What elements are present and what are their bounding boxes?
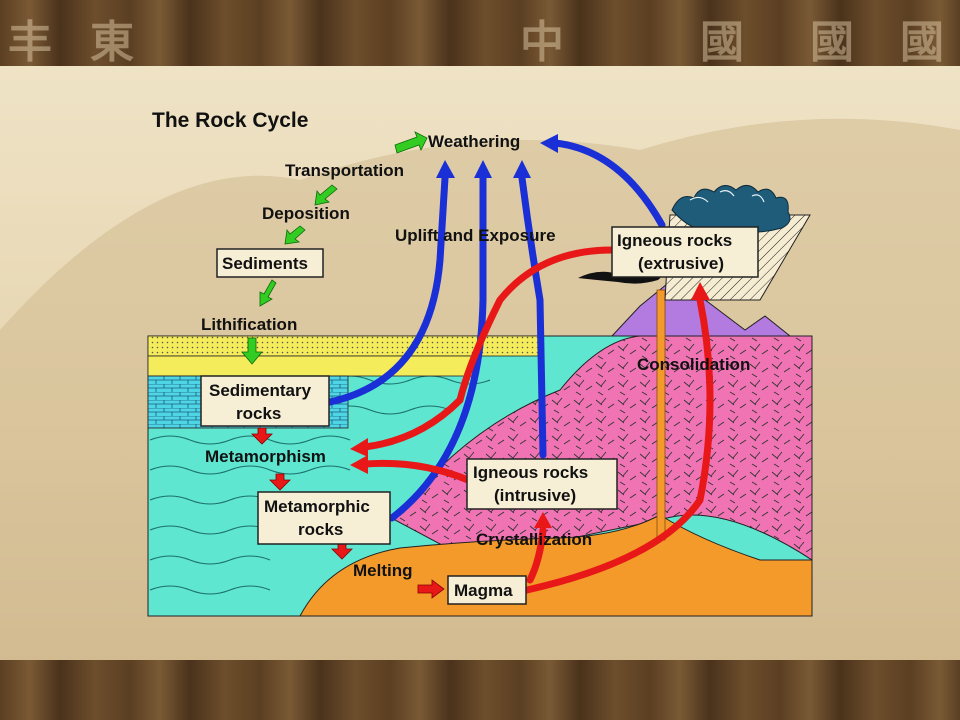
melting-label: Melting — [353, 561, 413, 580]
igneous-intrusive-label-line1: Igneous rocks — [473, 463, 588, 482]
magma-label: Magma — [454, 581, 513, 600]
magma-box — [447, 575, 527, 605]
step-arrows-green — [241, 131, 428, 365]
consolidation-label: Consolidation — [637, 355, 750, 374]
uplift-arrowheads — [436, 134, 558, 178]
arrow-intrusive-to-metamorphism — [361, 459, 472, 484]
igneous-extrusive-box — [611, 226, 759, 278]
volcanic-conduit — [656, 289, 666, 541]
metamorphism-label: Metamorphism — [205, 447, 326, 466]
uplift-arrow-from-extrusive — [551, 139, 666, 229]
transportation-label: Transportation — [285, 161, 404, 180]
arrow-magma-to-intrusive — [526, 526, 547, 584]
rock-cycle-diagram: The Rock Cycle Weathering Transportation… — [0, 109, 960, 660]
sediments-label: Sediments — [222, 254, 308, 273]
arrow-extrusive-to-metamorphism — [361, 246, 616, 451]
sedimentary-rocks-label-line1: Sedimentary — [209, 381, 312, 400]
uplift-arrows — [326, 139, 666, 522]
decorative-frame-bottom — [0, 660, 960, 720]
igneous-intrusive-box — [466, 458, 618, 510]
frame-glyph: 國 — [900, 17, 944, 68]
sedimentary-rocks-box — [200, 375, 330, 427]
uplift-arrow-from-metamorphic — [388, 174, 487, 522]
frame-glyph: 中 — [520, 17, 564, 68]
sediment-layer-middle — [147, 355, 479, 377]
uplift-arrow-from-igneous-intrusive — [518, 174, 547, 459]
frame-glyph: 東 — [90, 17, 134, 68]
metamorphic-rocks-box — [257, 491, 391, 545]
ash-cloud-highlight — [689, 190, 765, 203]
crystallization-label: Crystallization — [476, 530, 592, 549]
frame-glyph: 國 — [810, 17, 854, 68]
arrow-magma-to-extrusive — [523, 296, 714, 594]
weathering-label: Weathering — [428, 132, 520, 151]
deposition-label: Deposition — [262, 204, 350, 223]
decorative-frame-top: 丰 東 中 國 國 國 — [0, 0, 960, 68]
red-process-arrows — [361, 246, 714, 594]
foliation-lines — [149, 375, 491, 595]
uplift-exposure-label: Uplift and Exposure — [395, 226, 556, 245]
red-arrowheads — [350, 282, 710, 528]
metamorphic-rocks-label-line1: Metamorphic — [264, 497, 370, 516]
uplift-arrow-from-sedimentary — [326, 174, 449, 406]
frame-glyph: 國 — [700, 17, 744, 68]
sedimentary-rocks-label-line2: rocks — [236, 404, 281, 423]
slide-area: The Rock Cycle Weathering Transportation… — [0, 66, 960, 660]
diagram-title: The Rock Cycle — [152, 109, 308, 132]
igneous-extrusive-label-line1: Igneous rocks — [617, 231, 732, 250]
metamorphic-rocks-label-line2: rocks — [298, 520, 343, 539]
sediments-box — [216, 248, 324, 278]
frame-glyph: 丰 — [8, 17, 52, 68]
igneous-intrusive-label-line2: (intrusive) — [494, 486, 576, 505]
igneous-extrusive-label-line2: (extrusive) — [638, 254, 724, 273]
lithification-label: Lithification — [201, 315, 297, 334]
